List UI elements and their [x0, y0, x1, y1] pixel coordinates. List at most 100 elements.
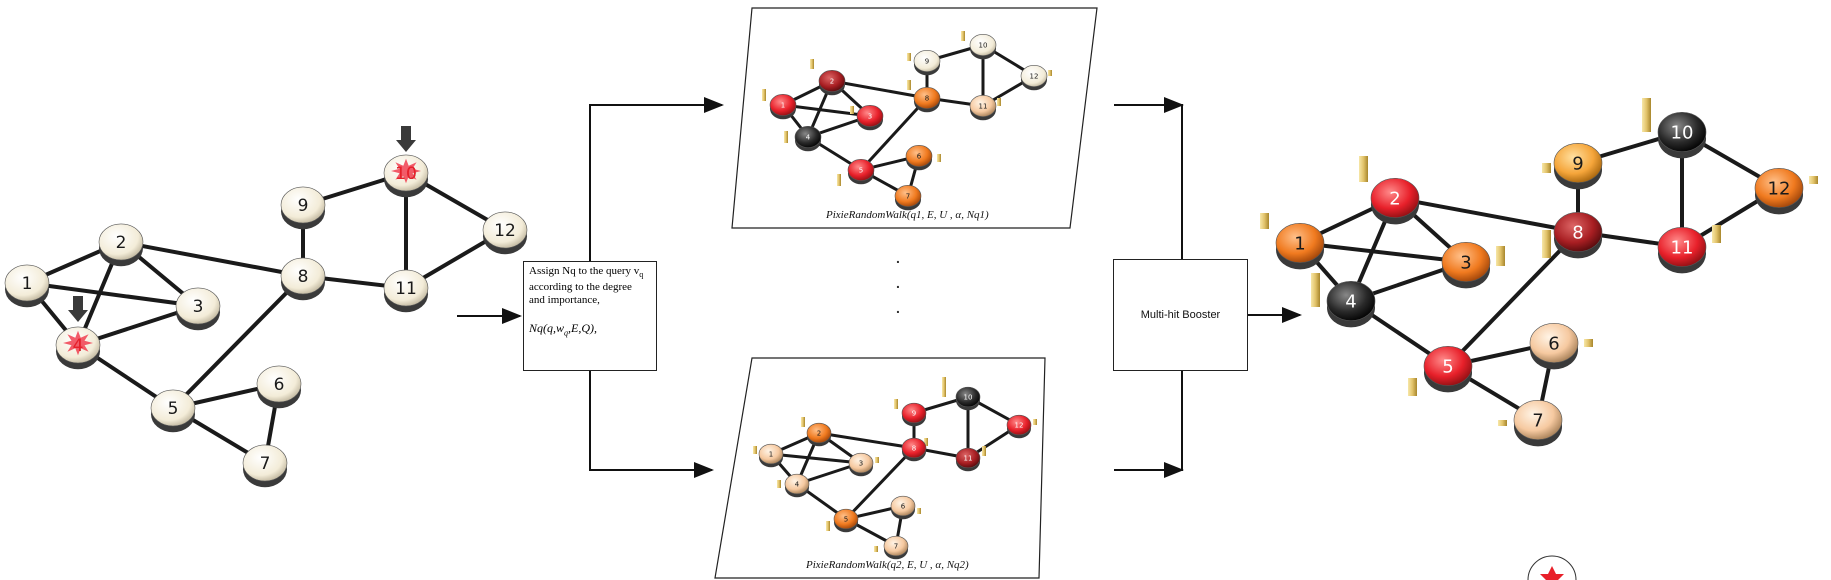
left-node-1	[4, 264, 50, 302]
bottom-score-bar-4	[777, 480, 781, 488]
top-score-bar-8	[907, 80, 911, 90]
left-node-12	[482, 211, 528, 249]
left-node-label-8: 8	[298, 267, 309, 287]
right-node-11	[1657, 227, 1707, 267]
top-edge-2-8	[830, 79, 929, 100]
top-node-label-10: 10	[979, 42, 988, 50]
assign-line-3: and importance,	[529, 294, 600, 307]
left-node-label-5: 5	[168, 399, 179, 419]
right-node-label-10: 10	[1671, 122, 1694, 143]
right-node-1	[1275, 223, 1325, 263]
bottom-score-bar-9	[894, 399, 898, 409]
left-node-6	[256, 365, 302, 403]
top-node-label-1: 1	[781, 102, 785, 110]
top-node-label-11: 11	[979, 103, 988, 111]
right-score-bar-3	[1496, 246, 1505, 266]
right-node-7	[1513, 400, 1563, 440]
bottom-node-label-3: 3	[859, 460, 863, 468]
bottom-node-11	[955, 447, 981, 469]
query-arrow-icon-4	[68, 296, 88, 322]
bottom-node-5	[833, 508, 859, 530]
top-node-label-5: 5	[859, 167, 863, 175]
left-node-label-7: 7	[260, 454, 271, 474]
left-query-label-10: 10	[395, 164, 417, 184]
left-node-3	[175, 287, 221, 325]
top-node-label-4: 4	[806, 134, 811, 142]
right-score-bar-9	[1542, 163, 1551, 173]
top-score-bar-10	[961, 31, 965, 41]
right-node-label-1: 1	[1294, 233, 1305, 254]
top-walk-frame	[731, 7, 1098, 229]
top-score-bar-12	[1048, 70, 1052, 76]
right-score-bar-12	[1809, 176, 1818, 184]
query-star-icon-10	[391, 158, 421, 184]
top-node-6	[905, 145, 933, 167]
caption-top-walk: PixieRandomWalk(q1, E, U , α, Nq1)	[826, 209, 989, 221]
bottom-walk-frame	[714, 357, 1046, 579]
bottom-score-bar-8	[924, 438, 928, 446]
right-score-bar-1	[1260, 213, 1269, 229]
bottom-score-bar-12	[1033, 419, 1037, 425]
bottom-node-label-2: 2	[817, 430, 821, 438]
right-node-label-2: 2	[1389, 188, 1400, 209]
left-node-11	[383, 269, 429, 307]
query-arrow-icon-10	[396, 126, 416, 152]
arrow-to-top-walk	[589, 97, 724, 261]
ellipsis-dot-1: .	[896, 250, 900, 266]
bottom-node-9	[901, 402, 927, 424]
ellipsis-dot-2: .	[896, 275, 900, 291]
top-score-bar-11	[997, 98, 1001, 106]
top-node-label-6: 6	[917, 153, 922, 161]
ellipsis-dot-3: .	[896, 300, 900, 316]
right-score-bar-8	[1542, 230, 1551, 258]
right-node-label-12: 12	[1768, 178, 1791, 199]
top-node-5	[847, 159, 875, 181]
top-node-1	[769, 94, 797, 116]
right-node-6	[1529, 323, 1579, 363]
right-node-label-9: 9	[1572, 153, 1583, 174]
assign-line-2: according to the degree	[529, 281, 632, 294]
top-score-bar-5	[837, 174, 841, 186]
top-node-7	[894, 185, 922, 207]
left-node-5	[150, 389, 196, 427]
right-score-bar-7	[1498, 420, 1507, 426]
right-node-2	[1370, 178, 1420, 218]
right-node-label-6: 6	[1548, 333, 1559, 354]
left-node-7	[242, 444, 288, 482]
top-node-4	[794, 126, 822, 148]
bottom-node-label-8: 8	[912, 445, 916, 453]
left-node-8	[280, 257, 326, 295]
bottom-score-bar-3	[875, 457, 879, 463]
top-node-label-2: 2	[830, 78, 834, 86]
left-query-label-4: 4	[73, 336, 84, 356]
left-edge-5-8	[171, 274, 305, 410]
top-score-bar-1	[762, 89, 766, 101]
bottom-node-12	[1006, 414, 1032, 436]
right-node-9	[1553, 143, 1603, 183]
multi-hit-booster-box: Multi-hit Booster	[1113, 259, 1248, 371]
top-node-label-8: 8	[925, 95, 929, 103]
assign-nq-box: Assign Nq to the query vq according to t…	[523, 261, 657, 371]
top-node-label-3: 3	[868, 113, 872, 121]
input-graph: 123456789101112410	[4, 126, 528, 488]
bottom-node-label-11: 11	[964, 455, 973, 463]
top-node-11	[969, 95, 997, 117]
right-node-label-8: 8	[1572, 222, 1583, 243]
bottom-node-3	[848, 452, 874, 474]
bottom-node-label-4: 4	[795, 481, 800, 489]
top-node-10	[969, 34, 997, 56]
bottom-edge-1-3	[769, 452, 863, 465]
assign-formula: Nq(q,wq,E,Q),	[529, 321, 598, 338]
left-node-label-1: 1	[22, 274, 33, 294]
bottom-score-bar-7	[874, 546, 878, 552]
booster-label: Multi-hit Booster	[1140, 309, 1221, 321]
right-node-12	[1754, 168, 1804, 208]
right-score-bar-2	[1359, 156, 1368, 182]
top-node-12	[1020, 65, 1048, 87]
bottom-node-label-10: 10	[964, 394, 973, 402]
left-node-label-6: 6	[274, 375, 285, 395]
top-node-9	[913, 50, 941, 72]
bottom-node-7	[883, 535, 909, 557]
bottom-edge-2-8	[817, 431, 916, 450]
